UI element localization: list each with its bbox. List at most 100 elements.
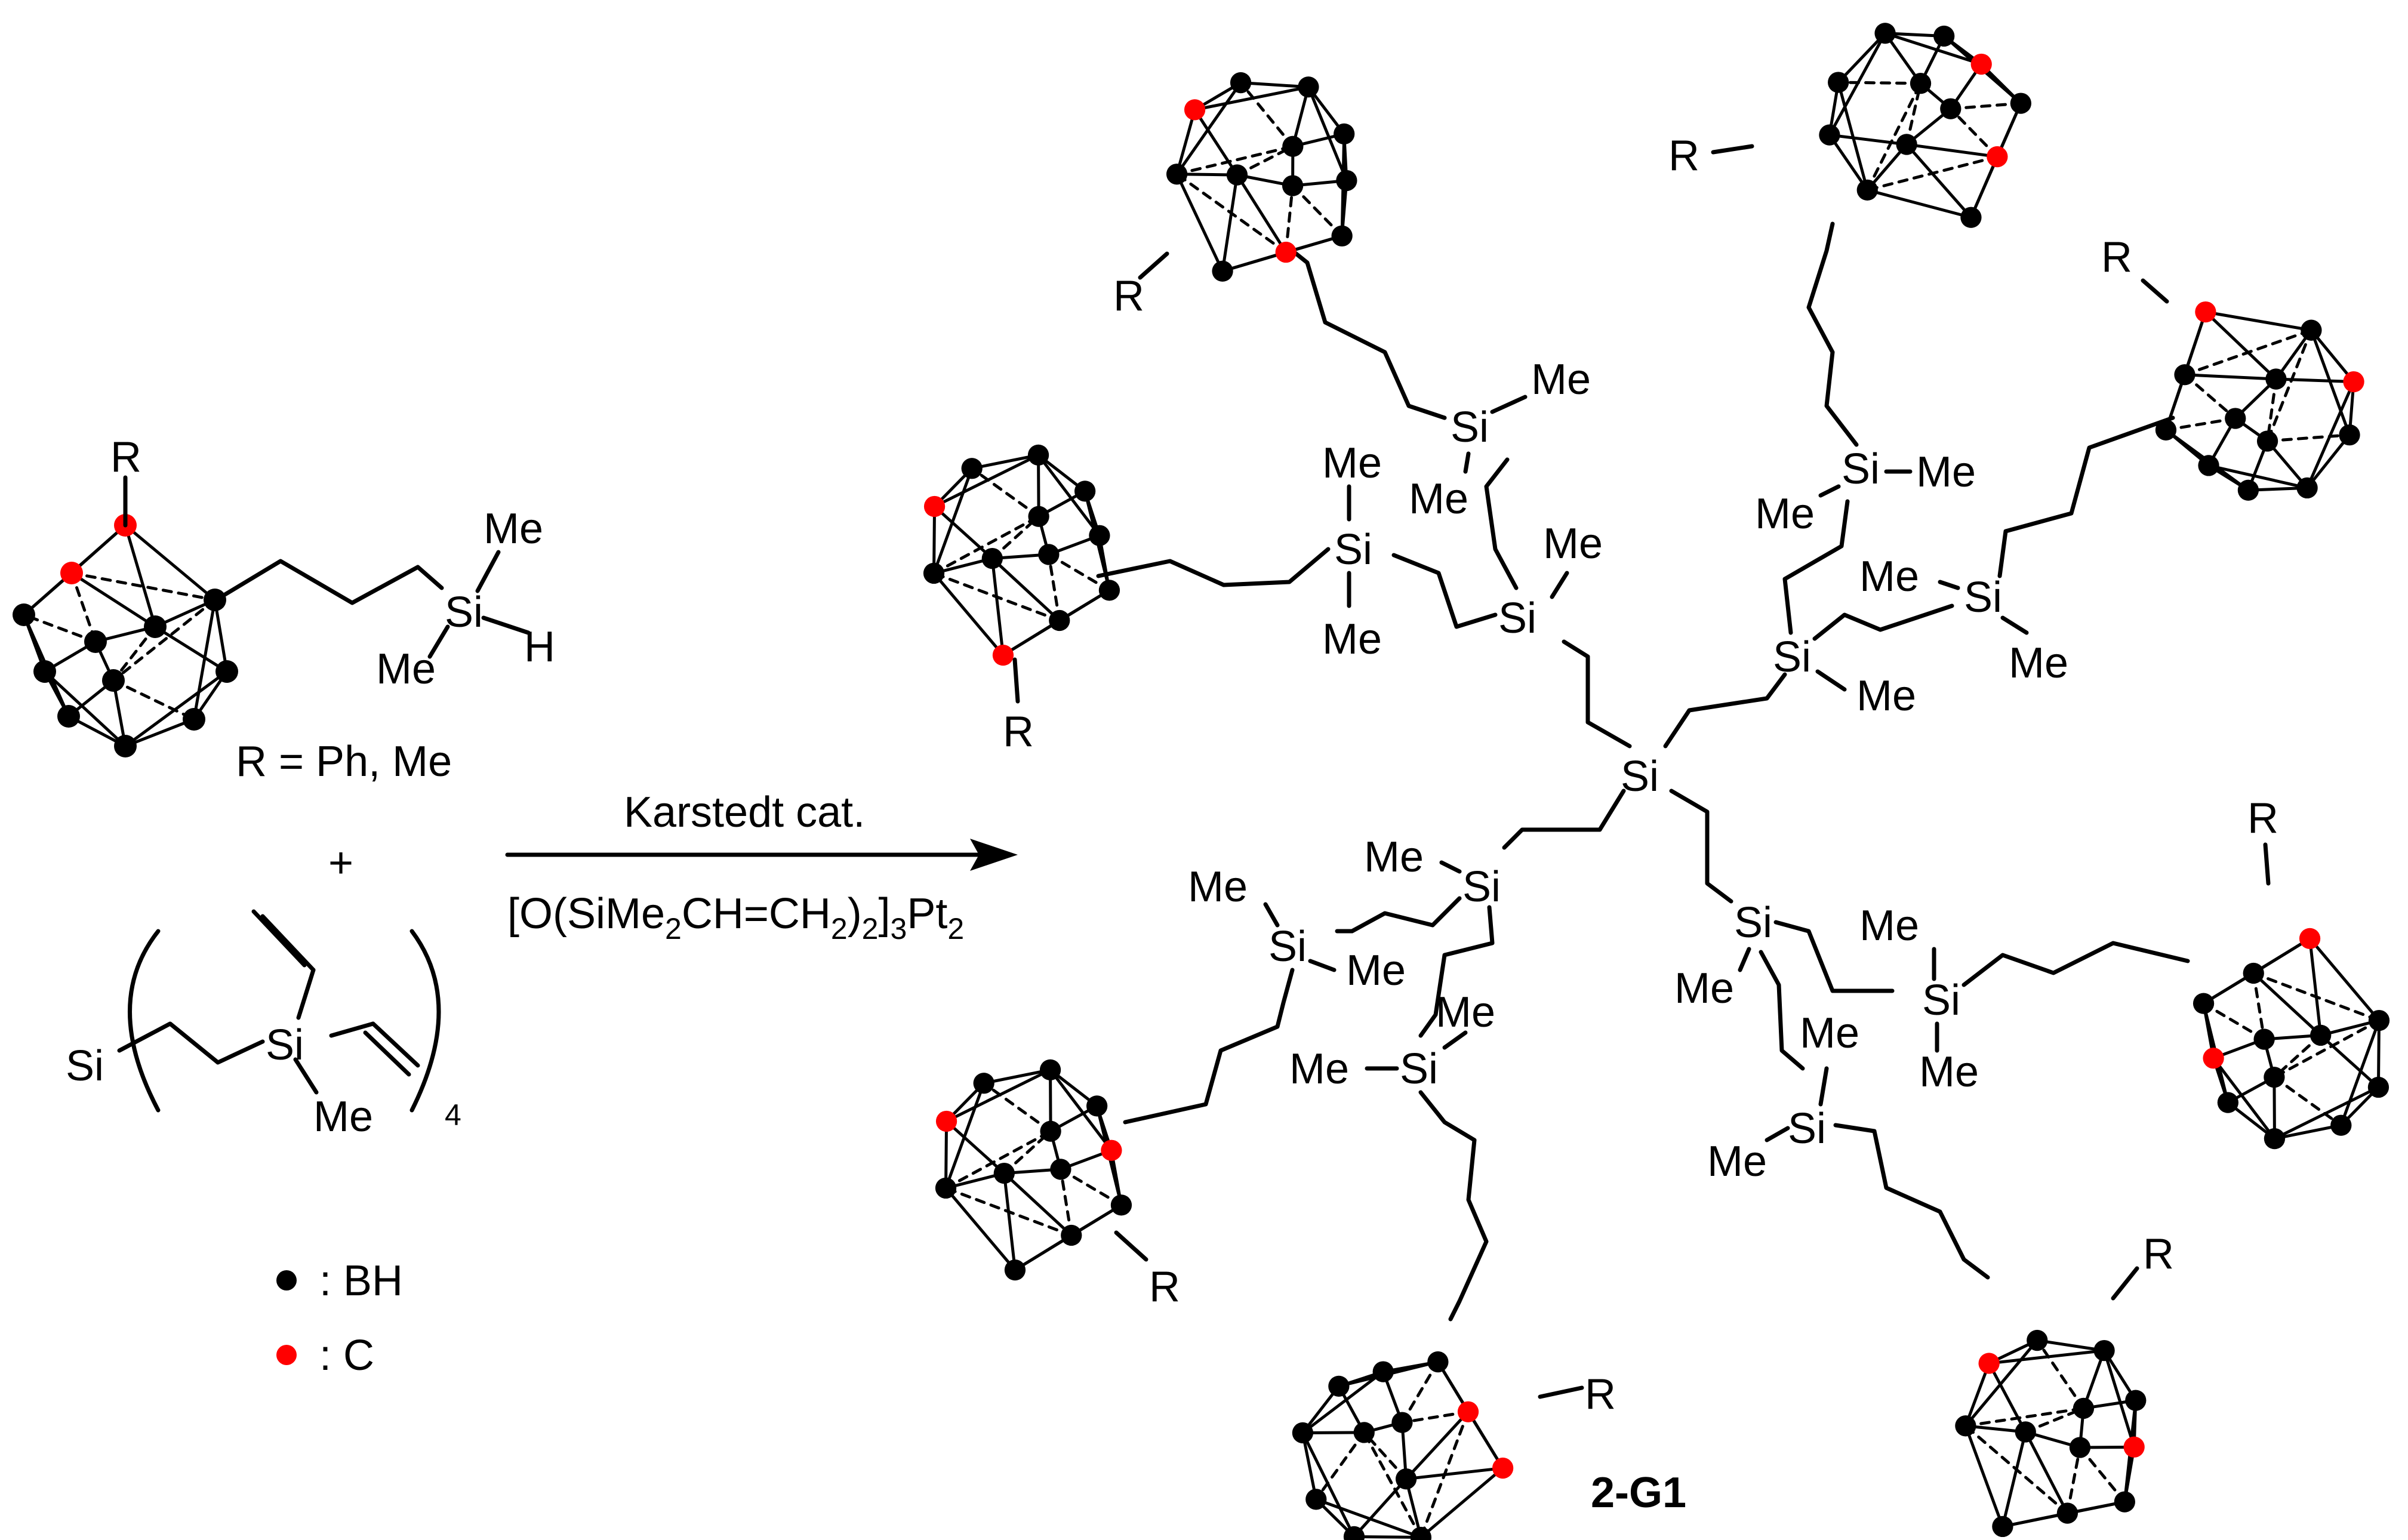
boron-vertex — [1038, 544, 1060, 565]
cage-edge — [1301, 1431, 1318, 1501]
methyl-group: Me — [1436, 988, 1495, 1036]
boron-vertex — [1336, 170, 1357, 192]
boron-vertex — [2339, 424, 2360, 446]
boron-vertex — [993, 1162, 1015, 1184]
cage-back-edge — [2183, 373, 2237, 420]
plus-sign: + — [328, 839, 353, 887]
methyl-group: Me — [2009, 639, 2068, 687]
cage-edge — [2376, 1019, 2381, 1089]
cage-back-edge — [70, 571, 217, 602]
legend-c-marker — [276, 1345, 297, 1365]
boron-vertex — [1328, 1375, 1350, 1397]
cage-edge — [1837, 81, 1869, 192]
cage-edge — [945, 1068, 1052, 1123]
boron-vertex — [2155, 419, 2177, 441]
carbon-vertex — [2123, 1436, 2145, 1458]
dendron-silicon: Si — [1964, 574, 2002, 621]
cage-edge — [2001, 1430, 2027, 1528]
carbon-vertex — [1978, 1353, 2000, 1374]
carbon-vertex — [1492, 1457, 1514, 1479]
boron-vertex — [1061, 1224, 1082, 1246]
cage-edge — [1987, 1349, 2106, 1365]
boron-vertex — [1050, 1159, 1071, 1180]
cage-edge — [1049, 1068, 1113, 1152]
boron-vertex — [1040, 1120, 1061, 1142]
boron-vertex — [183, 708, 205, 731]
cage-edge — [2305, 433, 2351, 489]
tetravinyl-core-reagent: Si Si Me 4 — [66, 909, 461, 1141]
cage-back-edge — [1400, 1410, 1470, 1424]
methyl-group: Me — [1859, 553, 1919, 600]
boron-vertex — [144, 615, 167, 638]
methyl-group: Me — [1364, 833, 1424, 881]
methyl-group: Me — [1755, 490, 1815, 538]
cage-edge — [932, 504, 937, 575]
carborane-cage — [1819, 23, 2031, 228]
boron-vertex — [923, 562, 945, 584]
methyl-group: Me — [376, 645, 436, 693]
boron-vertex — [1166, 164, 1188, 185]
cage-back-edge — [944, 1129, 1052, 1190]
cage-edge — [932, 467, 974, 575]
cage-edge — [124, 523, 157, 629]
cage-edge — [2204, 310, 2313, 332]
catalyst-formula: [O(SiMe2CH=CH2)2]3Pt2 — [507, 890, 964, 945]
substituent-r: R — [1113, 272, 1144, 320]
carborane-cage — [1955, 1329, 2147, 1538]
core-silicon: Si — [1621, 753, 1659, 800]
cage-back-edge — [982, 1082, 1052, 1133]
boron-vertex — [1933, 25, 1955, 47]
carborane-silane-reagent: R Si Me H Me — [13, 433, 555, 757]
boron-vertex — [1410, 1526, 1432, 1540]
cage-back-edge — [2202, 1002, 2266, 1041]
cage-edge — [1239, 81, 1310, 89]
substituent-r: R — [2143, 1230, 2174, 1278]
cage-edge — [932, 571, 1005, 657]
dendron-silicon: Si — [1842, 445, 1880, 493]
carborane-cage — [13, 514, 238, 757]
boron-vertex — [2368, 1009, 2390, 1031]
cage-edge — [1235, 173, 1288, 254]
cage-back-edge — [2036, 1339, 2085, 1410]
boron-vertex — [114, 735, 137, 757]
methyl-group: Me — [484, 505, 543, 553]
cage-back-edge — [1059, 1168, 1073, 1237]
cage-edge — [2308, 937, 2381, 1022]
cage-back-edge — [1047, 553, 1061, 623]
branch-silicon: Si — [1734, 899, 1772, 947]
cage-edge — [2308, 937, 2323, 1037]
boron-vertex — [84, 630, 107, 653]
cage-edge — [1405, 1467, 1505, 1481]
cage-back-edge — [1284, 184, 1295, 254]
boron-vertex — [2225, 408, 2246, 429]
boron-vertex — [1110, 1194, 1132, 1216]
carbon-vertex — [60, 562, 83, 584]
boron-vertex — [1391, 1412, 1413, 1433]
boron-vertex — [1298, 76, 1319, 98]
cage-edge — [1837, 32, 1887, 84]
cage-back-edge — [2065, 1446, 2081, 1515]
hydrogen-atom: H — [524, 623, 555, 671]
boron-vertex — [2198, 455, 2219, 476]
boron-vertex — [1910, 73, 1932, 94]
boron-vertex — [2237, 479, 2259, 501]
cage-edge — [1002, 1172, 1017, 1272]
cage-edge — [1175, 108, 1197, 176]
boron-vertex — [2265, 368, 2287, 390]
cage-edge — [1002, 1172, 1073, 1237]
dendron-silicon: Si — [1922, 977, 1960, 1024]
cage-back-edge — [22, 613, 97, 643]
carbon-vertex — [1275, 241, 1297, 263]
cage-back-edge — [2272, 1019, 2381, 1079]
silicon-atom: Si — [445, 589, 483, 636]
cage-back-edge — [1291, 184, 1344, 238]
cage-back-edge — [1059, 1168, 1123, 1207]
carborane-cage — [1292, 1351, 1514, 1540]
cage-edge — [1905, 143, 1999, 159]
methyl-group: Me — [1409, 475, 1468, 523]
boron-vertex — [1098, 580, 1120, 601]
boron-vertex — [2310, 1024, 2332, 1046]
cage-back-edge — [1865, 82, 1923, 192]
cage-back-edge — [70, 571, 97, 643]
boron-vertex — [1039, 1059, 1061, 1081]
